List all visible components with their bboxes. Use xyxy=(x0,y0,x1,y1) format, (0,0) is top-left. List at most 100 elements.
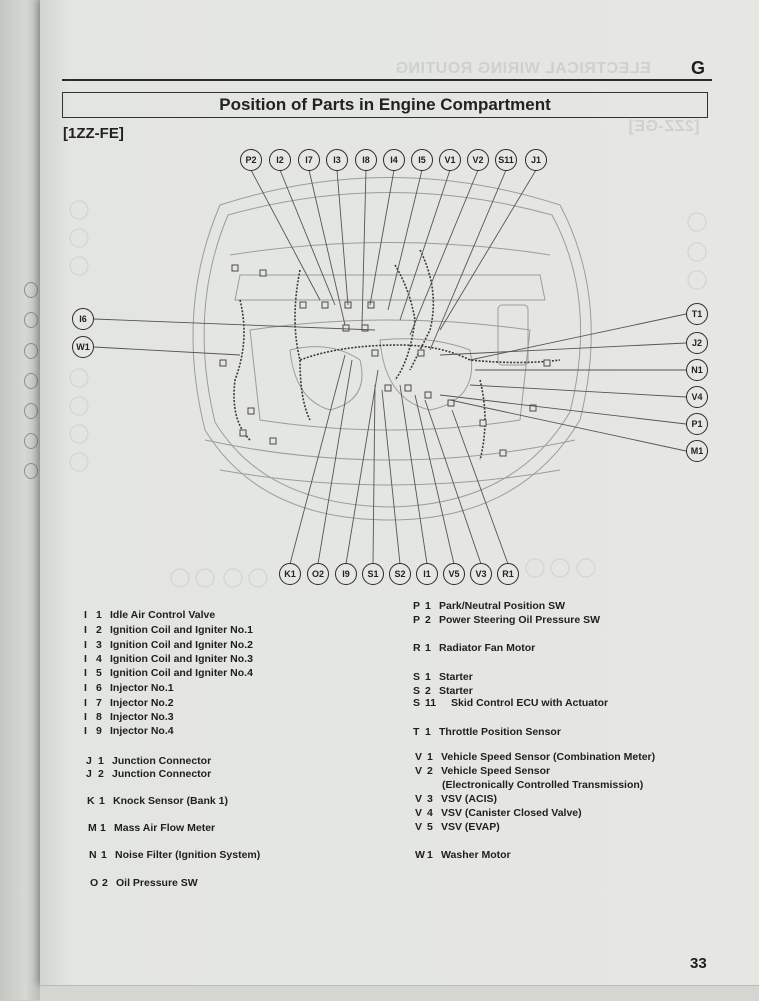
legend-code: O xyxy=(90,877,99,889)
callout-bottom-6: I1 xyxy=(416,563,438,585)
legend-code: V xyxy=(415,765,423,777)
page-number: 33 xyxy=(690,955,707,972)
legend-code: I xyxy=(84,682,87,694)
legend-name: Skid Control ECU with Actuator xyxy=(451,697,609,709)
callout-right-4: V4 xyxy=(686,386,708,408)
page-title: Position of Parts in Engine Compartment xyxy=(219,95,551,114)
legend-code: V xyxy=(415,751,423,763)
callout-right-2: J2 xyxy=(686,332,708,354)
legend-num: 1 xyxy=(427,751,433,763)
legend-name: Vehicle Speed Sensor xyxy=(441,765,551,777)
facing-page-callout xyxy=(24,373,38,389)
legend-name: Starter xyxy=(439,671,473,683)
callout-right-6: M1 xyxy=(686,440,708,462)
legend-num: 5 xyxy=(427,821,433,833)
legend-name: Idle Air Control Valve xyxy=(110,609,216,621)
callout-right-1: T1 xyxy=(686,303,708,325)
legend-name: Ignition Coil and Igniter No.1 xyxy=(110,624,253,636)
legend-num: 1 xyxy=(425,726,431,738)
legend-code: I xyxy=(84,667,87,679)
callout-bottom-9: R1 xyxy=(497,563,519,585)
legend-name: VSV (Canister Closed Valve) xyxy=(441,807,582,819)
legend-name: (Electronically Controlled Transmission) xyxy=(442,779,644,791)
legend-name: Park/Neutral Position SW xyxy=(439,600,566,612)
legend-num: 2 xyxy=(102,877,108,889)
legend-name: Power Steering Oil Pressure SW xyxy=(439,614,601,626)
legend-num: 1 xyxy=(99,795,105,807)
page-bottom-edge xyxy=(40,985,759,1001)
callout-right-5: P1 xyxy=(686,413,708,435)
legend-code: I xyxy=(84,697,87,709)
legend-name: Injector No.2 xyxy=(110,697,174,709)
callout-bottom-1: K1 xyxy=(279,563,301,585)
legend-num: 4 xyxy=(96,653,102,665)
legend-name: Washer Motor xyxy=(441,849,511,861)
callout-top-2: I2 xyxy=(269,149,291,171)
callout-top-5: I8 xyxy=(355,149,377,171)
facing-page-edge xyxy=(0,0,42,1000)
legend-code: P xyxy=(413,600,421,612)
legend-name: Junction Connector xyxy=(112,768,212,780)
legend-code: J xyxy=(86,768,92,780)
legend-code: S xyxy=(413,671,421,683)
legend-code: V xyxy=(415,793,423,805)
callout-top-10: S11 xyxy=(495,149,517,171)
legend-name: Ignition Coil and Igniter No.2 xyxy=(110,639,253,651)
legend-name: Mass Air Flow Meter xyxy=(114,822,216,834)
facing-page-callout xyxy=(24,403,38,419)
legend-num: 1 xyxy=(100,822,106,834)
legend-num: 7 xyxy=(96,697,102,709)
legend-name: Ignition Coil and Igniter No.3 xyxy=(110,653,253,665)
legend-code: I xyxy=(84,609,87,621)
legend-name: Ignition Coil and Igniter No.4 xyxy=(110,667,253,679)
legend-num: 1 xyxy=(98,755,104,767)
legend-name: Oil Pressure SW xyxy=(116,877,198,889)
callout-top-11: J1 xyxy=(525,149,547,171)
legend-num: 9 xyxy=(96,725,102,737)
legend-num: 5 xyxy=(96,667,102,679)
legend-num: 1 xyxy=(427,849,433,861)
callout-left-2: W1 xyxy=(72,336,94,358)
legend-num: 1 xyxy=(425,642,431,654)
legend-code: I xyxy=(84,725,87,737)
legend-num: 1 xyxy=(96,609,102,621)
legend-code: I xyxy=(84,711,87,723)
facing-page-callout xyxy=(24,343,38,359)
legend-num: 6 xyxy=(96,682,102,694)
legend-num: 2 xyxy=(96,624,102,636)
callout-bottom-2: O2 xyxy=(307,563,329,585)
legend-num: 3 xyxy=(96,639,102,651)
legend-name: Injector No.3 xyxy=(110,711,174,723)
legend-name: Noise Filter (Ignition System) xyxy=(115,849,261,861)
legend-name: Knock Sensor (Bank 1) xyxy=(113,795,228,807)
legend-code: J xyxy=(86,755,92,767)
legend-num: 1 xyxy=(425,600,431,612)
callout-right-3: N1 xyxy=(686,359,708,381)
callout-top-3: I7 xyxy=(298,149,320,171)
legend-code: I xyxy=(84,639,87,651)
callout-bottom-5: S2 xyxy=(389,563,411,585)
callout-bottom-7: V5 xyxy=(443,563,465,585)
legend-name: Throttle Position Sensor xyxy=(439,726,561,738)
callout-top-1: P2 xyxy=(240,149,262,171)
header-rule xyxy=(62,79,712,81)
facing-page-callout xyxy=(24,433,38,449)
